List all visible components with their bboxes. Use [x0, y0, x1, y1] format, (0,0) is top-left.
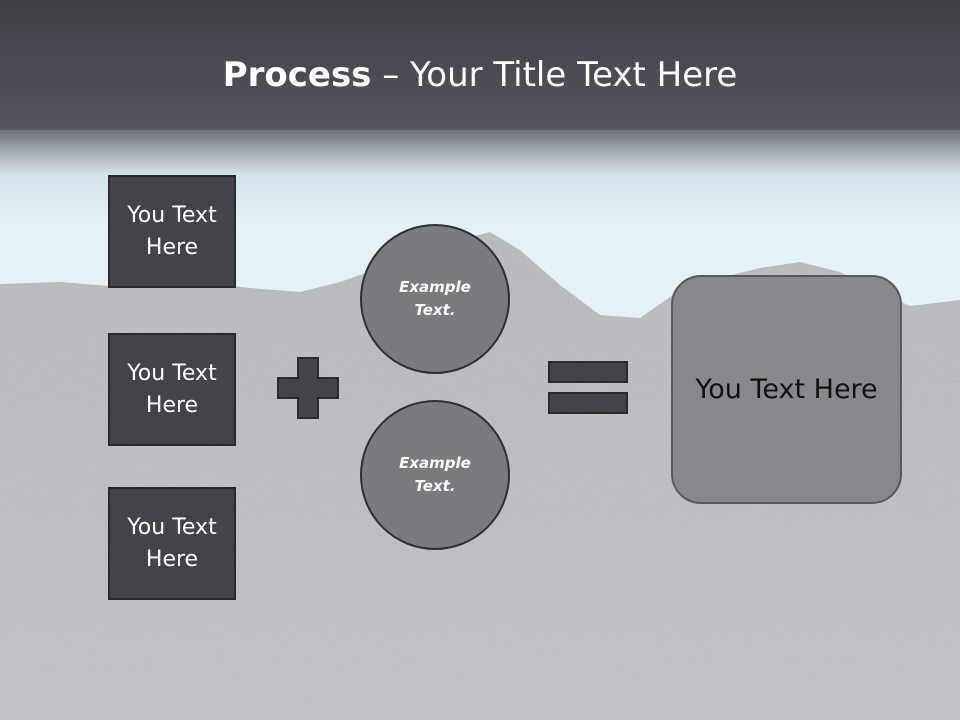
page-title: Process – Your Title Text Here: [0, 52, 960, 98]
text-box-3: You Text Here: [108, 487, 236, 600]
title-bar: Process – Your Title Text Here: [0, 0, 960, 130]
circle-2: Example Text.: [360, 400, 510, 550]
equals-icon: [548, 361, 628, 414]
circle-1: Example Text.: [360, 224, 510, 374]
plus-icon: [277, 357, 339, 419]
result-box: You Text Here: [671, 275, 902, 504]
title-rest: – Your Title Text Here: [371, 55, 738, 95]
text-box-1: You Text Here: [108, 175, 236, 288]
text-box-2: You Text Here: [108, 333, 236, 446]
title-bold: Process: [222, 55, 372, 95]
